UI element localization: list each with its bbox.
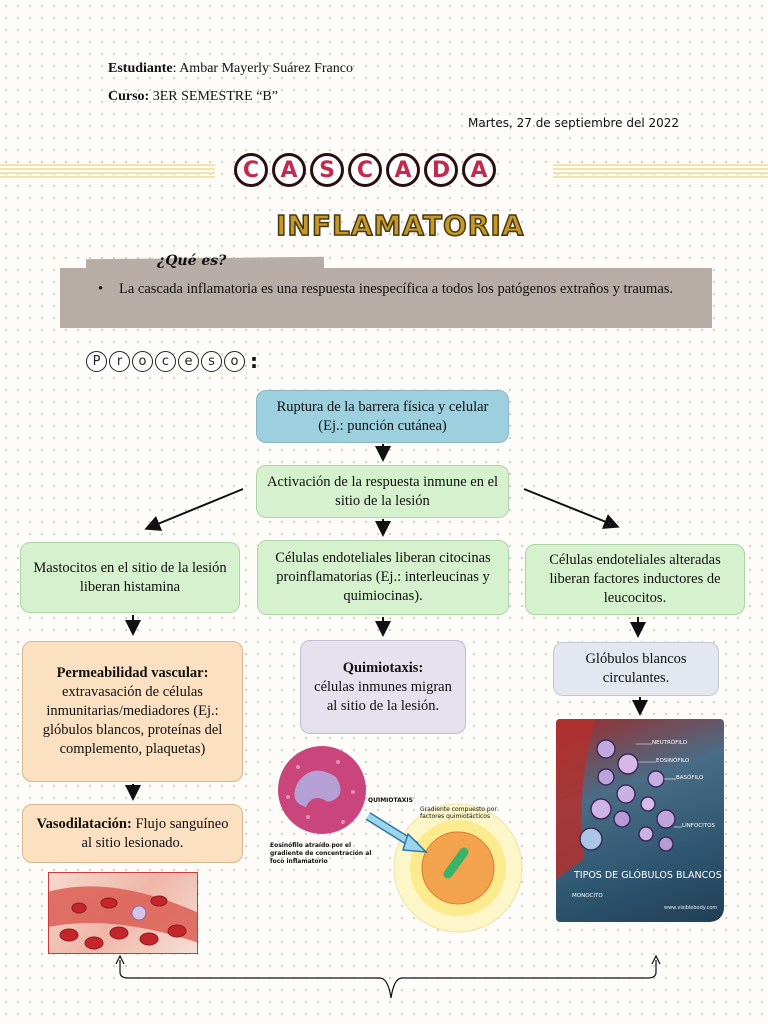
label-monocito: MONOCITO xyxy=(572,893,603,899)
vascular-permeability-box: Permeabilidad vascular: extravasación de… xyxy=(22,641,243,782)
chemotaxis-title: Quimiotaxis: xyxy=(342,659,424,676)
proceso-letter: s xyxy=(201,350,222,372)
bullet-icon: • xyxy=(98,281,104,297)
vascular-permeability-title: Permeabilidad vascular: xyxy=(56,665,209,681)
student-name: : Ambar Mayerly Suárez Franco xyxy=(172,61,353,76)
student-line: Estudiante: Ambar Mayerly Suárez Franco xyxy=(108,61,353,77)
title-letter: C xyxy=(348,153,382,187)
arrow-step2-left xyxy=(144,488,244,531)
label-quimiotaxis: QUIMIOTAXIS xyxy=(368,797,413,804)
que-es-bullet-item: • La cascada inflamatoria es una respues… xyxy=(98,280,702,299)
proceso-letter: e xyxy=(178,350,199,372)
vasodilation-body: Flujo sanguíneo al sitio lesionado. xyxy=(81,816,229,851)
title-stripe-right xyxy=(553,164,768,178)
subtitle: INFLAMATORIA xyxy=(275,208,525,243)
arrow-step2-right xyxy=(523,488,620,529)
chemotaxis-box: Quimiotaxis: células inmunes migran al s… xyxy=(300,640,466,734)
label-eosinophil: Eosinófilo atraído por el gradiente de c… xyxy=(270,842,372,865)
chemotaxis-image xyxy=(278,746,523,933)
bottom-brace xyxy=(119,960,657,999)
vasodilation-title: Vasodilatación: xyxy=(36,816,132,832)
vascular-permeability-body: extravasación de células inmunitarias/me… xyxy=(42,684,223,757)
student-label: Estudiante xyxy=(108,61,173,76)
course-value: 3ER SEMESTRE “B” xyxy=(149,89,278,104)
que-es-heading: ¿Qué es? xyxy=(157,253,227,269)
endothelial-cytokines-box: Células endoteliales liberan citocinas p… xyxy=(257,540,509,615)
proceso-letter: r xyxy=(109,350,130,372)
chemotaxis-illustration: QUIMIOTAXIS Gradiente compuesto por fact… xyxy=(268,742,528,962)
endothelial-factors-box: Células endoteliales alteradas liberan f… xyxy=(525,544,745,615)
chemotaxis-body: células inmunes migran al sitio de la le… xyxy=(314,678,452,714)
course-label: Curso: xyxy=(108,89,150,104)
wbc-image-site: www.visiblebody.com xyxy=(664,905,718,911)
label-eosinofilo: EOSINÓFILO xyxy=(656,758,690,764)
label-gradient: Gradiente compuesto por factores quimiot… xyxy=(420,806,497,820)
label-linfocitos: LINFOCITOS xyxy=(682,823,715,829)
proceso-letter: o xyxy=(132,350,153,372)
blood-vessel-image xyxy=(49,886,197,950)
wbc-types-illustration: NEUTRÓFILO EOSINÓFILO BASÓFILO LINFOCITO… xyxy=(556,719,724,922)
step-rupture-box: Ruptura de la barrera física y celular (… xyxy=(256,390,509,443)
white-blood-cells-box: Glóbulos blancos circulantes. xyxy=(553,642,719,696)
date-text: Martes, 27 de septiembre del 2022 xyxy=(468,116,680,130)
vessel-illustration xyxy=(48,872,198,954)
step-activation-box: Activación de la respuesta inmune en el … xyxy=(256,465,509,518)
mast-cells-box: Mastocitos en el sitio de la lesión libe… xyxy=(20,542,240,613)
proceso-letter: c xyxy=(155,350,176,372)
title-stripe-left xyxy=(0,164,215,178)
title-letter: A xyxy=(386,153,420,187)
wbc-types-image xyxy=(556,719,682,879)
que-es-bullet-text: La cascada inflamatoria es una respuesta… xyxy=(119,281,674,297)
title-letter: A xyxy=(462,153,496,187)
que-es-band xyxy=(60,268,712,328)
title-letter: D xyxy=(424,153,458,187)
proceso-letter: P xyxy=(86,350,107,372)
label-neutrofilo: NEUTRÓFILO xyxy=(652,740,688,746)
proceso-letter: o xyxy=(224,350,245,372)
course-line: Curso: 3ER SEMESTRE “B” xyxy=(108,89,278,105)
vasodilation-box: Vasodilatación: Flujo sanguíneo al sitio… xyxy=(22,804,243,863)
title-letter: S xyxy=(310,153,344,187)
proceso-colon: : xyxy=(250,349,258,373)
wbc-image-title: TIPOS DE GLÓBULOS BLANCOS xyxy=(574,870,722,881)
title-letter: A xyxy=(272,153,306,187)
label-basofilo: BASÓFILO xyxy=(676,775,704,781)
title-letter: C xyxy=(234,153,268,187)
